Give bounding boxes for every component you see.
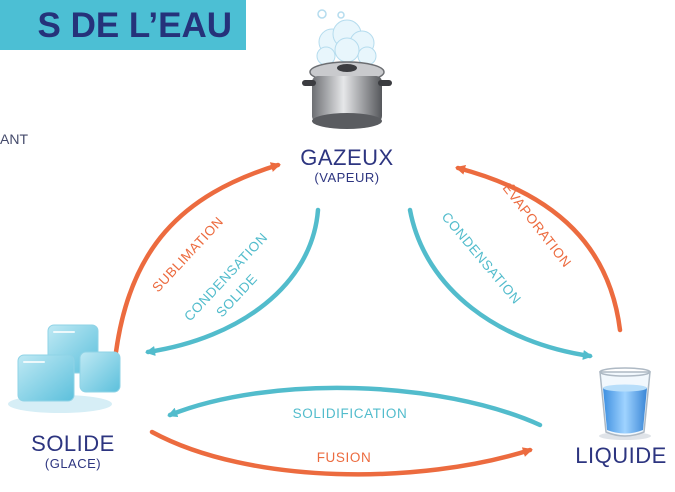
cut-off-text: ANT bbox=[0, 131, 28, 147]
condensation-arrow bbox=[407, 207, 593, 360]
state-solid-name: SOLIDE bbox=[31, 431, 115, 456]
water-glass-icon bbox=[599, 367, 651, 440]
evaporation-arrow bbox=[455, 164, 623, 333]
state-liquid-name: LIQUIDE bbox=[575, 443, 667, 468]
state-gas-name: GAZEUX bbox=[300, 145, 394, 170]
title-banner: S DE L’EAU bbox=[0, 0, 246, 50]
state-gas-sub: (VAPEUR) bbox=[314, 170, 380, 185]
page-title: S DE L’EAU bbox=[37, 6, 232, 45]
condensation-solide-arrow bbox=[145, 207, 321, 356]
label-evaporation: ÉVAPORATION bbox=[500, 181, 575, 271]
label-fusion: FUSION bbox=[317, 450, 372, 465]
steaming-pot-icon bbox=[302, 9, 392, 129]
state-solid: SOLIDE (GLACE) bbox=[18, 432, 128, 472]
solidification-arrow bbox=[167, 385, 543, 428]
sublimation-arrow bbox=[113, 162, 281, 355]
ice-cubes-icon bbox=[8, 324, 121, 413]
fusion-arrow bbox=[149, 429, 533, 477]
state-solid-sub: (GLACE) bbox=[44, 456, 102, 471]
state-liquid: LIQUIDE bbox=[568, 444, 674, 468]
label-solidification: SOLIDIFICATION bbox=[293, 406, 408, 421]
steam-cloud bbox=[316, 19, 377, 66]
state-gas: GAZEUX (VAPEUR) bbox=[292, 146, 402, 186]
